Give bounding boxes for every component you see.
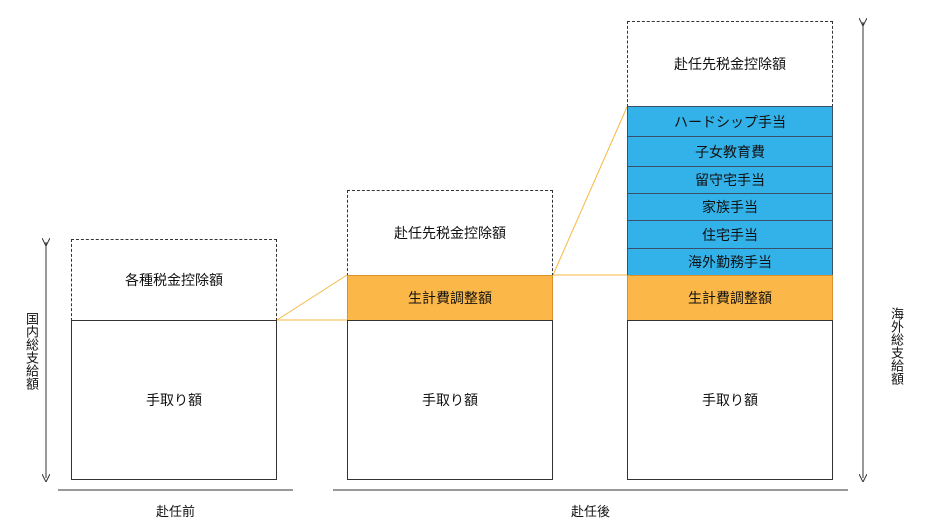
- right-adjustment-label: 生計費調整額: [688, 291, 772, 307]
- before-takehome-label: 手取り額: [146, 393, 202, 409]
- allowance-label: 留守宅手当: [695, 173, 765, 189]
- mid-deduction-label: 赴任先税金控除額: [394, 226, 506, 242]
- right-deduction-label: 赴任先税金控除額: [674, 57, 786, 73]
- after-caption: 赴任後: [570, 505, 610, 520]
- allowance-label: 子女教育費: [695, 144, 765, 161]
- allowance-label: 家族手当: [702, 200, 758, 216]
- before-takehome-box: 手取り額: [71, 320, 277, 480]
- mid-takehome-box: 手取り額: [347, 320, 553, 480]
- before-deduction-box: 各種税金控除額: [71, 239, 277, 321]
- mid-adjustment-box: 生計費調整額: [347, 275, 553, 321]
- allowance-label: ハードシップ手当: [674, 114, 786, 131]
- mid-deduction-box: 赴任先税金控除額: [347, 190, 553, 276]
- left-axis-label: 国内総支給額: [23, 312, 38, 390]
- before-caption: 赴任前: [155, 505, 195, 520]
- allowance-home: 留守宅手当: [627, 166, 833, 194]
- allowance-housing: 住宅手当: [627, 220, 833, 249]
- right-deduction-box: 赴任先税金控除額: [627, 21, 833, 107]
- right-adjustment-box: 生計費調整額: [627, 275, 833, 321]
- allowance-overseas: 海外勤務手当: [627, 248, 833, 276]
- allowance-hardship: ハードシップ手当: [627, 106, 833, 137]
- right-takehome-label: 手取り額: [702, 393, 758, 409]
- right-axis-label: 海外総支給額: [888, 307, 903, 385]
- before-deduction-label: 各種税金控除額: [125, 273, 223, 289]
- allowance-family: 家族手当: [627, 193, 833, 221]
- allowance-label: 住宅手当: [702, 227, 758, 244]
- mid-takehome-label: 手取り額: [422, 393, 478, 409]
- mid-adjustment-label: 生計費調整額: [408, 291, 492, 307]
- right-takehome-box: 手取り額: [627, 320, 833, 480]
- allowance-education: 子女教育費: [627, 136, 833, 167]
- allowance-label: 海外勤務手当: [688, 255, 772, 271]
